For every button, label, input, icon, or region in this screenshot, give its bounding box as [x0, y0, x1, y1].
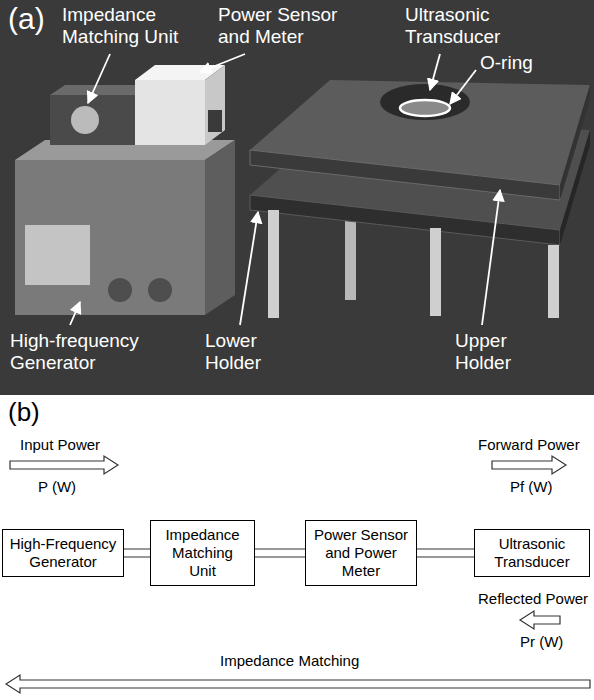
- annotation-label: (b): [8, 398, 68, 428]
- part-label: O-ring: [480, 52, 560, 74]
- part-label: Power Sensor and Meter: [218, 4, 368, 48]
- upper-holder: [250, 80, 590, 200]
- leader-line: [482, 190, 500, 325]
- part-label: Upper Holder: [455, 330, 545, 374]
- annotation-label: P (W): [38, 478, 118, 495]
- annotation-label: Pf (W): [510, 478, 590, 495]
- upper-holder-front: [250, 150, 560, 200]
- annotation-label: Input Power: [20, 436, 150, 453]
- power-sensor: [135, 65, 225, 145]
- annotation-label: Reflected Power: [478, 590, 592, 607]
- generator-knob: [108, 278, 132, 302]
- part-label: Ultrasonic Transducer: [405, 4, 535, 48]
- box-label: High-Frequency Generator: [9, 535, 117, 571]
- leader-line: [240, 212, 258, 325]
- annotation-label: Forward Power: [478, 436, 592, 453]
- double-line-connector: [124, 549, 150, 557]
- sensor-front: [135, 80, 205, 145]
- part-label: (a): [8, 2, 68, 37]
- part-label: High-frequency Generator: [10, 330, 180, 374]
- impedance-matching-arrow: [6, 675, 590, 693]
- sensor-side: [205, 65, 225, 145]
- generator-front: [15, 160, 205, 315]
- matching-unit-dial: [71, 106, 99, 134]
- o-ring: [400, 100, 450, 116]
- box-label: Power Sensor and Power Meter: [312, 526, 410, 580]
- leader-line: [88, 54, 110, 103]
- double-line-connector: [417, 549, 474, 557]
- generator: [15, 140, 235, 315]
- holder-leg: [430, 228, 441, 316]
- lower-holder-front: [250, 195, 560, 245]
- holder-leg: [548, 245, 559, 318]
- holder-leg: [268, 210, 279, 318]
- leader-line: [70, 302, 80, 325]
- part-label: Lower Holder: [205, 330, 295, 374]
- generator-screen: [25, 225, 90, 285]
- annotation-label: Impedance Matching: [220, 652, 420, 669]
- box-label: Impedance Matching Unit: [157, 526, 248, 580]
- process-box: Ultrasonic Transducer: [474, 529, 590, 577]
- leader-line: [200, 54, 245, 72]
- upper-holder-side: [560, 85, 590, 200]
- leader-line: [430, 54, 440, 90]
- part-label: Impedance Matching Unit: [62, 4, 212, 48]
- transducer-cone: [380, 84, 470, 120]
- double-line-connector: [255, 549, 305, 557]
- process-box: Impedance Matching Unit: [150, 520, 255, 586]
- input-power-arrow: [10, 456, 118, 474]
- box-label: Ultrasonic Transducer: [481, 535, 583, 571]
- process-box: High-Frequency Generator: [2, 529, 124, 577]
- forward-power-arrow: [492, 456, 566, 474]
- leader-lines: [70, 54, 500, 325]
- leader-line: [450, 70, 476, 104]
- process-box: Power Sensor and Power Meter: [305, 520, 417, 586]
- reflected-power-arrow: [520, 611, 560, 629]
- generator-knob: [148, 278, 172, 302]
- annotation-label: Pr (W): [520, 633, 590, 650]
- generator-side: [205, 140, 235, 315]
- matching-unit-front: [50, 95, 135, 145]
- sensor-port: [208, 110, 222, 132]
